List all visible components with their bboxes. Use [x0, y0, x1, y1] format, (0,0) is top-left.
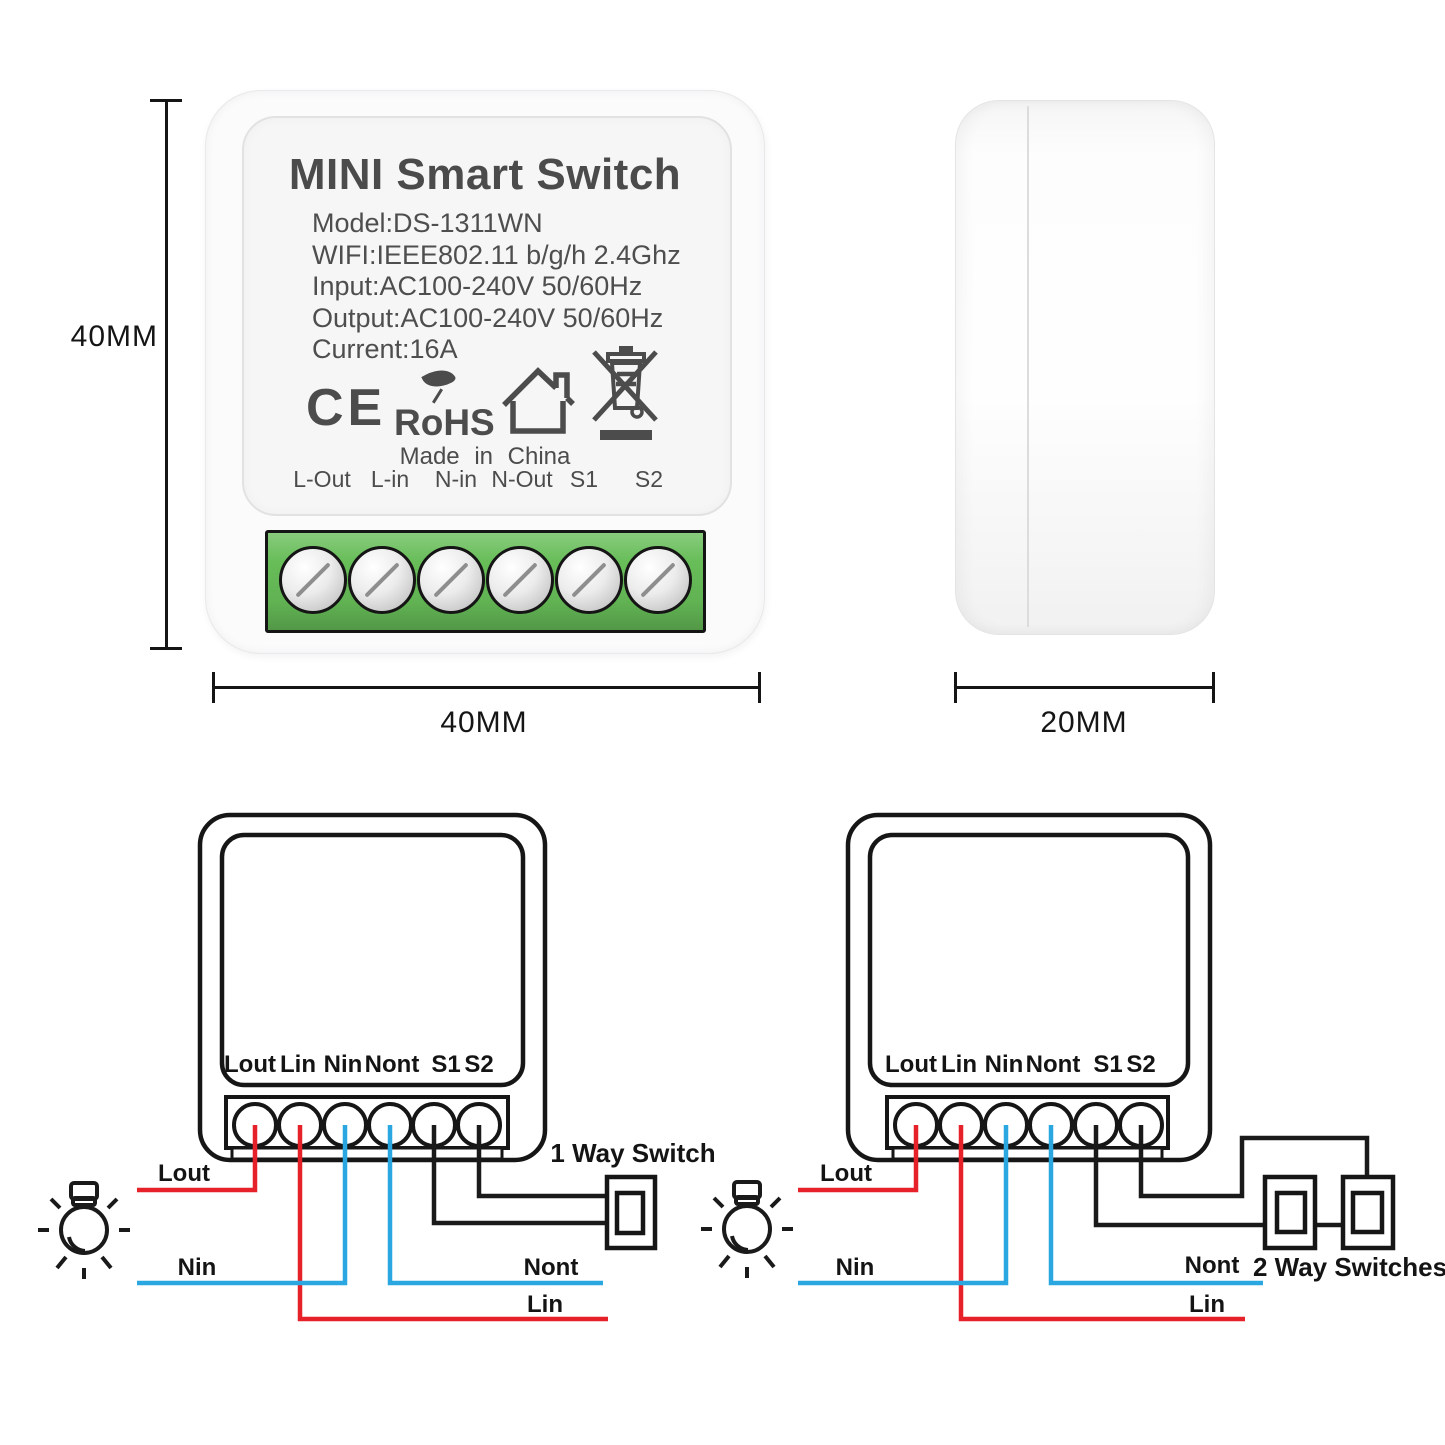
screw-terminal-icon	[279, 546, 347, 614]
diagram-terminal-nont: Nont	[365, 1051, 420, 1078]
device-inner-outline	[219, 832, 526, 1088]
spec-input: Input:AC100-240V 50/60Hz	[312, 271, 643, 301]
product-title: MINI Smart Switch	[288, 150, 682, 199]
height-dim-label: 40MM	[70, 320, 158, 353]
diagram-terminal-lout: Lout	[885, 1051, 937, 1078]
spec-model: Model:DS-1311WN	[312, 208, 543, 238]
width-dimension-line	[213, 686, 761, 689]
wire-label-nont: Nont	[1185, 1252, 1240, 1279]
wire-lout	[798, 1125, 919, 1193]
origin-label: Made in China	[399, 443, 571, 470]
rohs-mark: RoHS	[394, 402, 495, 443]
ce-mark: CE	[306, 379, 387, 437]
diagram-terminal-s2: S2	[1126, 1051, 1155, 1078]
wire-nont	[387, 1125, 603, 1286]
height-dimension-line	[165, 100, 168, 650]
light-bulb-icon	[701, 1180, 793, 1278]
spec-output: Output:AC100-240V 50/60Hz	[312, 302, 664, 333]
wall-switch-button	[1274, 1190, 1308, 1235]
wire-nont	[1048, 1125, 1263, 1286]
wiring-diagrams: Lout Lin Nin Nont S1 S2 Lout Nin Nont Li…	[38, 812, 1445, 1322]
screw-terminal-icon	[555, 546, 623, 614]
wire-nin	[137, 1125, 348, 1286]
wire-lout	[137, 1125, 258, 1193]
spec-list: Model:DS-1311WN WIFI:IEEE802.11 b/g/h 2.…	[312, 208, 681, 366]
depth-dimension-line	[955, 686, 1215, 689]
wire-nin	[798, 1125, 1009, 1286]
wire-s1	[1093, 1125, 1265, 1228]
spec-wifi: WIFI:IEEE802.11 b/g/h 2.4Ghz	[312, 239, 681, 270]
wall-switch-button	[614, 1190, 646, 1236]
wire-label-lout: Lout	[158, 1160, 210, 1187]
depth-dim-cap-right	[1212, 672, 1215, 703]
diagram-terminal-nin: Nin	[985, 1051, 1024, 1078]
terminal-block	[265, 530, 706, 633]
house-icon	[502, 367, 575, 434]
wire-s2	[476, 1125, 607, 1199]
terminal-label-s1: S1	[569, 466, 599, 492]
wire-label-lout: Lout	[820, 1160, 872, 1187]
wire-s1	[431, 1125, 607, 1226]
diagram-title: 1 Way Switch	[550, 1138, 715, 1168]
wire-label-nont: Nont	[524, 1254, 579, 1281]
wiring-diagram-two-way: Lout Lin Nin Nont S1 S2 Lout Nin Nont Li…	[701, 812, 1445, 1322]
wire-label-lin: Lin	[1189, 1291, 1225, 1318]
device-label-panel	[242, 116, 732, 516]
wire-label-nin: Nin	[178, 1254, 217, 1281]
wire-lin	[958, 1125, 1245, 1322]
screw-terminal-icon	[624, 546, 692, 614]
diagram-terminal-s1: S1	[1093, 1051, 1122, 1078]
terminal-strip-base	[230, 1146, 504, 1161]
wire-s2	[1138, 1125, 1370, 1199]
light-bulb-icon	[38, 1181, 130, 1279]
diagram-terminal-nin: Nin	[324, 1051, 363, 1078]
height-dim-cap-top	[150, 99, 182, 102]
width-dim-label: 40MM	[440, 706, 528, 739]
terminal-label-lout: L-Out	[293, 466, 351, 492]
width-dim-cap-right	[758, 672, 761, 703]
device-side-body	[955, 100, 1215, 635]
device-side-seam	[1027, 106, 1029, 627]
diagram-terminal-lin: Lin	[941, 1051, 977, 1078]
wire-label-lin: Lin	[527, 1291, 563, 1318]
diagram-terminal-lin: Lin	[280, 1051, 316, 1078]
terminal-strip-base	[891, 1146, 1164, 1161]
wiring-diagram-one-way: Lout Lin Nin Nont S1 S2 Lout Nin Nont Li…	[38, 812, 716, 1322]
screw-terminal-icon	[486, 546, 554, 614]
diagram-terminal-nont: Nont	[1026, 1051, 1081, 1078]
screw-terminal-icon	[348, 546, 416, 614]
terminal-label-s2: S2	[634, 466, 664, 492]
screw-terminal-icon	[417, 546, 485, 614]
depth-dim-cap-left	[954, 672, 957, 703]
diagram-terminal-s2: S2	[464, 1051, 493, 1078]
width-dim-cap-left	[212, 672, 215, 703]
depth-dim-label: 20MM	[1040, 706, 1128, 739]
height-dim-cap-bottom	[150, 647, 182, 650]
wall-switch-button	[1350, 1190, 1385, 1235]
weee-bin-icon	[592, 346, 658, 440]
terminal-label-lin: L-in	[370, 466, 410, 492]
spec-current: Current:16A	[312, 334, 458, 364]
diagram-terminal-lout: Lout	[224, 1051, 276, 1078]
wire-lin	[297, 1125, 608, 1322]
terminal-label-nin: N-in	[434, 466, 478, 492]
diagram-title: 2 Way Switches	[1253, 1252, 1445, 1282]
terminal-label-nout: N-Out	[491, 466, 553, 492]
wire-label-nin: Nin	[836, 1254, 875, 1281]
diagram-terminal-s1: S1	[431, 1051, 460, 1078]
device-inner-outline	[867, 832, 1191, 1088]
